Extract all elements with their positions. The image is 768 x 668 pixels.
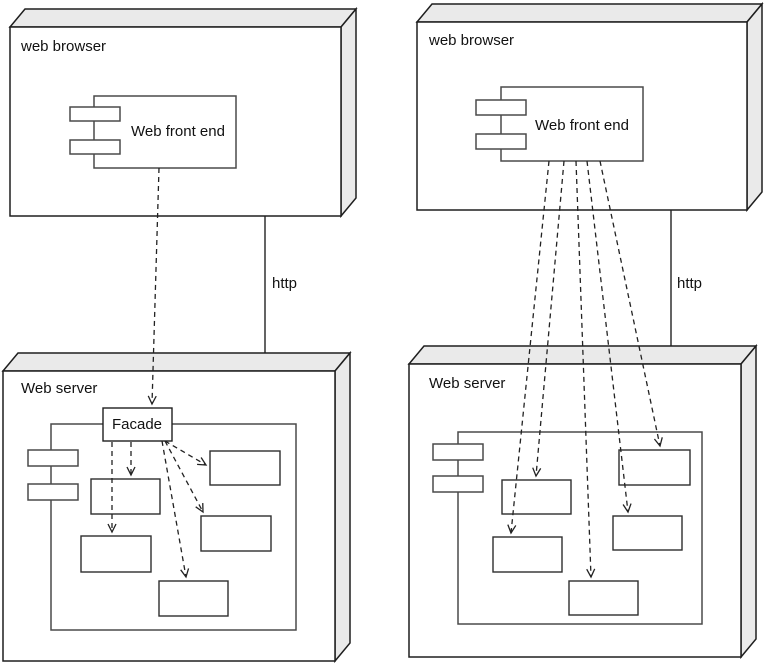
component-tab-top	[432, 443, 484, 461]
component-tab-bottom	[475, 133, 527, 150]
facade-component: Facade	[102, 407, 173, 442]
dependency-web-front-end-to-object-2	[532, 160, 565, 478]
node-top-face	[8, 8, 358, 28]
browser-node-left: web browser Web front end	[8, 6, 358, 219]
fine-grained-object	[492, 536, 563, 573]
fine-grained-object	[618, 449, 691, 486]
node-right-face	[334, 350, 351, 664]
server-node-label: Web server	[429, 375, 505, 392]
component-label: Web front end	[131, 123, 225, 140]
component-tab-bottom	[27, 483, 79, 501]
web-front-end-component-right: Web front end	[475, 86, 644, 162]
fine-grained-object	[80, 535, 152, 573]
right-deployment-diagram: web browser Web front end http Web serve…	[407, 1, 764, 660]
component-tab-top	[475, 99, 527, 116]
dependency-web-front-end-to-object-3	[575, 160, 596, 579]
server-node-left: Web server Facade	[1, 350, 352, 664]
component-tab-top	[69, 106, 121, 122]
left-deployment-diagram: web browser Web front end http Web serve…	[1, 6, 358, 664]
facade-box	[102, 407, 173, 442]
fine-grained-object	[501, 479, 572, 515]
facade-label: Facade	[112, 416, 162, 433]
fine-grained-object	[158, 580, 229, 617]
fine-grained-object	[568, 580, 639, 616]
dependency-web-front-end-to-object-5	[599, 160, 663, 448]
fine-grained-object	[612, 515, 683, 551]
dependency-facade-to-object-3	[164, 440, 208, 466]
fine-grained-object	[200, 515, 272, 552]
browser-node-label: web browser	[428, 32, 514, 49]
http-label-right: http	[677, 275, 702, 292]
dependency-web-front-end-to-facade	[147, 167, 160, 406]
node-top-face	[1, 352, 352, 372]
server-node-label: Web server	[21, 380, 97, 397]
node-right-face	[740, 343, 757, 660]
component-tab-bottom	[432, 475, 484, 493]
component-label: Web front end	[535, 117, 629, 134]
component-tab-bottom	[69, 139, 121, 155]
server-node-right: Web server	[407, 343, 758, 660]
web-front-end-component-left: Web front end	[69, 95, 237, 169]
node-right-face	[746, 1, 763, 213]
dependency-web-front-end-to-object-4	[586, 160, 632, 514]
node-top-face	[407, 345, 758, 365]
browser-node-right: web browser Web front end	[415, 1, 764, 213]
browser-node-label: web browser	[20, 38, 106, 55]
component-tab-top	[27, 449, 79, 467]
fine-grained-object	[209, 450, 281, 486]
dependency-facade-to-object-4	[164, 440, 204, 514]
node-right-face	[340, 6, 357, 219]
node-top-face	[415, 3, 764, 23]
fine-grained-object	[90, 478, 161, 515]
http-label-left: http	[272, 275, 297, 292]
